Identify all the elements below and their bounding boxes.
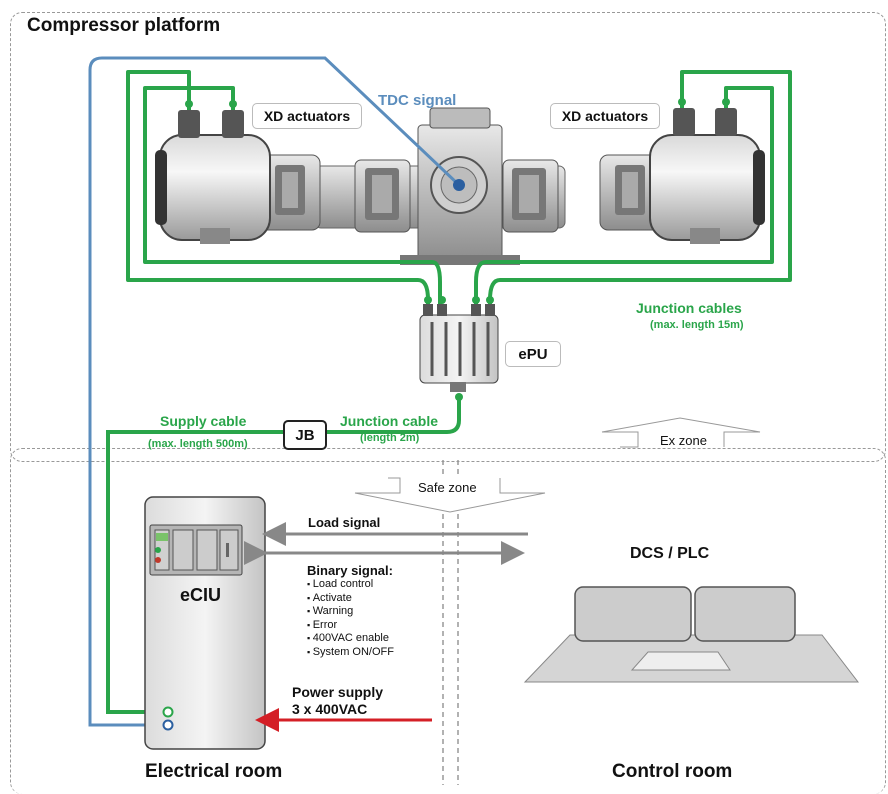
control-room-label: Control room [612,761,733,782]
tdc-sensor-point [453,179,465,191]
junction-cable-note: (length 2m) [360,432,420,444]
binary-signal-item: Warning [307,605,394,619]
power-spec-label: 3 x 400VAC [292,701,368,717]
supply-cable-note: (max. length 500m) [148,438,248,450]
dcs-plc-label: DCS / PLC [630,545,710,562]
tdc-signal-cable [88,56,461,727]
load-signal-label: Load signal [308,515,381,530]
green-cable-dots [185,98,730,401]
junction-cables-note: (max. length 15m) [650,319,744,331]
supply-cable-label: Supply cable [160,413,247,429]
left-cylinder [155,110,271,244]
eciu-cabinet [144,496,266,750]
junction-cables-label: Junction cables [636,300,742,316]
epu-unit [419,314,499,392]
xd-actuators-right-label: XD actuators [550,103,660,129]
binary-signal-item: 400VAC enable [307,632,394,646]
electrical-room-label: Electrical room [145,761,283,782]
binary-signal-item: Error [307,619,394,633]
junction-cable-plugs [423,304,495,316]
safe-zone-arrow [354,477,546,513]
compressor-platform-zone [10,12,886,462]
binary-signal-item: Load control [307,578,394,592]
safe-zone-label: Safe zone [418,480,477,495]
binary-signal-item: System ON/OFF [307,646,394,660]
ex-zone-arrow [601,417,761,448]
epu-label: ePU [505,341,561,367]
binary-signal-list: Load control Activate Warning Error 400V… [307,578,394,659]
dcs-plc-console [523,586,860,683]
compressor-platform-title: Compressor platform [27,15,221,36]
lower-zone [10,448,886,794]
binary-signal-label: Binary signal: [307,563,393,578]
junction-cable-label: Junction cable [340,413,439,429]
binary-signal-item: Activate [307,592,394,606]
tdc-signal-label: TDC signal [378,92,457,109]
power-supply-label: Power supply [292,684,384,700]
xd-actuators-left-label: XD actuators [252,103,362,129]
right-cylinder [649,108,765,244]
ex-zone-label: Ex zone [660,433,707,448]
eciu-label: eCIU [180,585,222,605]
jb-label: JB [283,420,327,450]
junction-and-supply-cable [106,395,461,714]
compressor-machine [257,107,663,265]
